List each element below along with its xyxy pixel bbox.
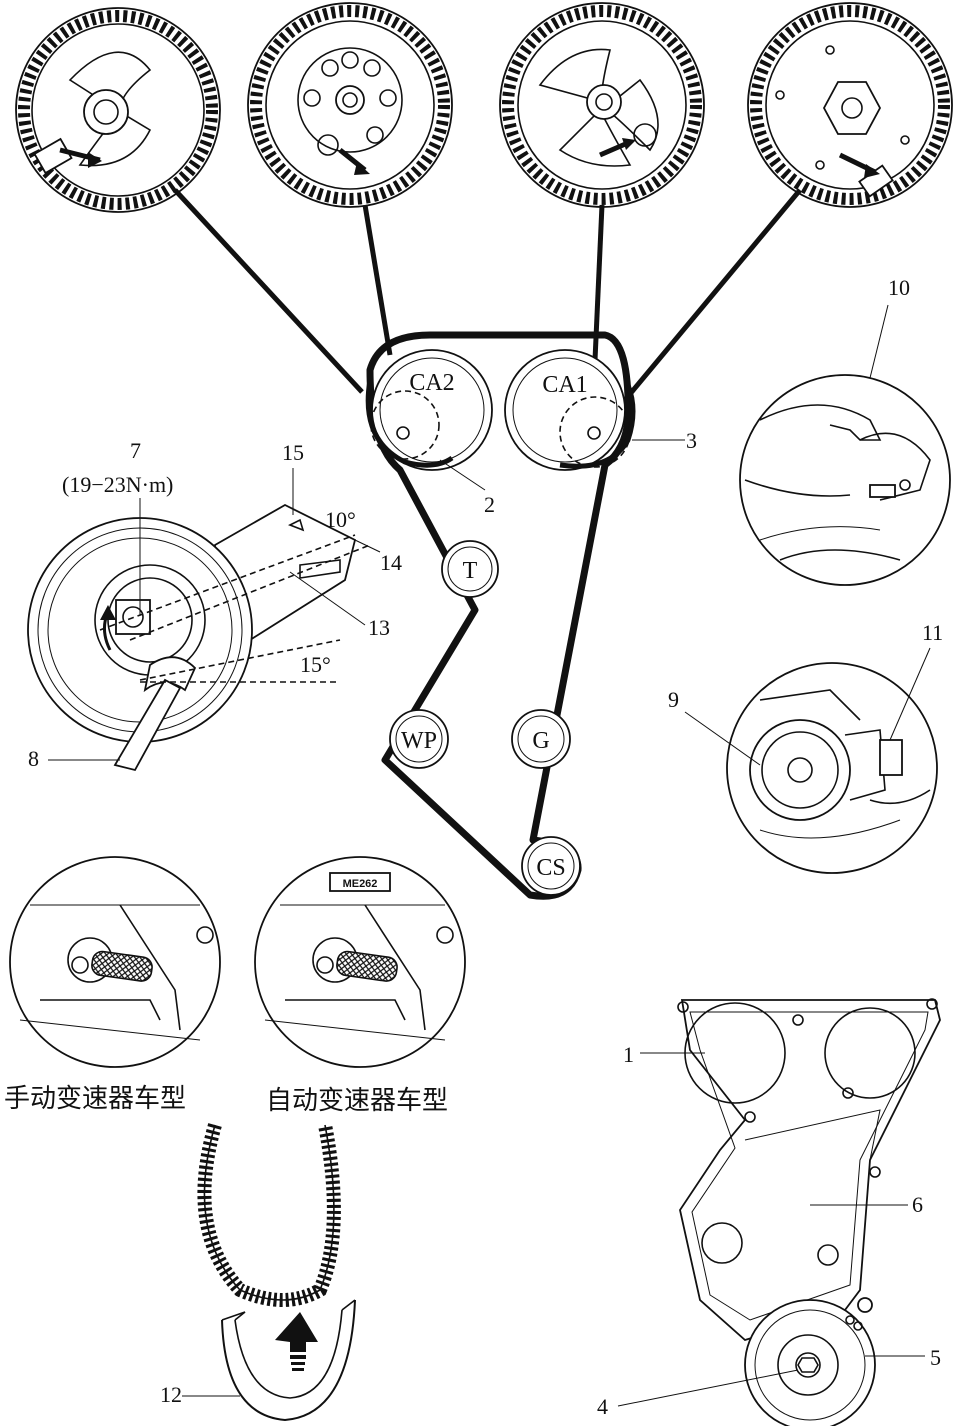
pulley-crankshaft: CS [521, 836, 581, 896]
angle-15: 15° [300, 652, 331, 677]
callout-2: 2 [484, 492, 495, 517]
detail-10 [739, 374, 951, 586]
pulley-tensioner: T [441, 540, 499, 598]
callout-4: 4 [597, 1394, 608, 1419]
pulley-water-pump: WP [389, 709, 449, 769]
callout-12: 12 [160, 1382, 182, 1407]
callout-13: 13 [368, 615, 390, 640]
tool-mark: ME262 [343, 878, 378, 890]
angle-10: 10° [325, 507, 356, 532]
callout-11: 11 [922, 620, 943, 645]
callout-7: 7 [130, 438, 141, 463]
belt-fitting-detail [197, 1123, 356, 1422]
sprocket-detail-4 [747, 2, 953, 208]
caption-manual: 手动变速器车型 [4, 1084, 186, 1114]
timing-cover [677, 998, 941, 1426]
sprocket-detail-1 [15, 7, 221, 213]
callout-8: 8 [28, 746, 39, 771]
callout-15: 15 [282, 440, 304, 465]
detail-9-11 [726, 662, 938, 874]
pulley-label-ca1: CA1 [542, 372, 587, 398]
lock-pin-manual [9, 856, 221, 1068]
tensioner-detail [27, 503, 371, 772]
pulley-label-ca2: CA2 [409, 370, 454, 396]
sprocket-detail-2 [247, 2, 453, 208]
pulley-label-t: T [463, 558, 478, 584]
callout-5: 5 [930, 1345, 941, 1370]
pulley-generator: G [511, 709, 571, 769]
torque-spec: (19−23N·m) [62, 472, 173, 497]
detail-leader-lines [173, 188, 802, 402]
lock-pin-automatic: ME262 [254, 856, 466, 1068]
sprocket-detail-3 [499, 2, 705, 208]
pulley-ca2: CA2 [365, 349, 493, 471]
pulley-label-wp: WP [401, 728, 437, 754]
pulley-label-cs: CS [536, 855, 565, 881]
callout-1: 1 [623, 1042, 634, 1067]
callout-6: 6 [912, 1192, 923, 1217]
pulley-ca1: CA1 [504, 349, 636, 471]
callout-3: 3 [686, 428, 697, 453]
pulley-label-g: G [532, 728, 549, 754]
callout-14: 14 [380, 550, 402, 575]
callout-9: 9 [668, 687, 679, 712]
caption-automatic: 自动变速器车型 [266, 1086, 448, 1116]
callout-10: 10 [888, 275, 910, 300]
